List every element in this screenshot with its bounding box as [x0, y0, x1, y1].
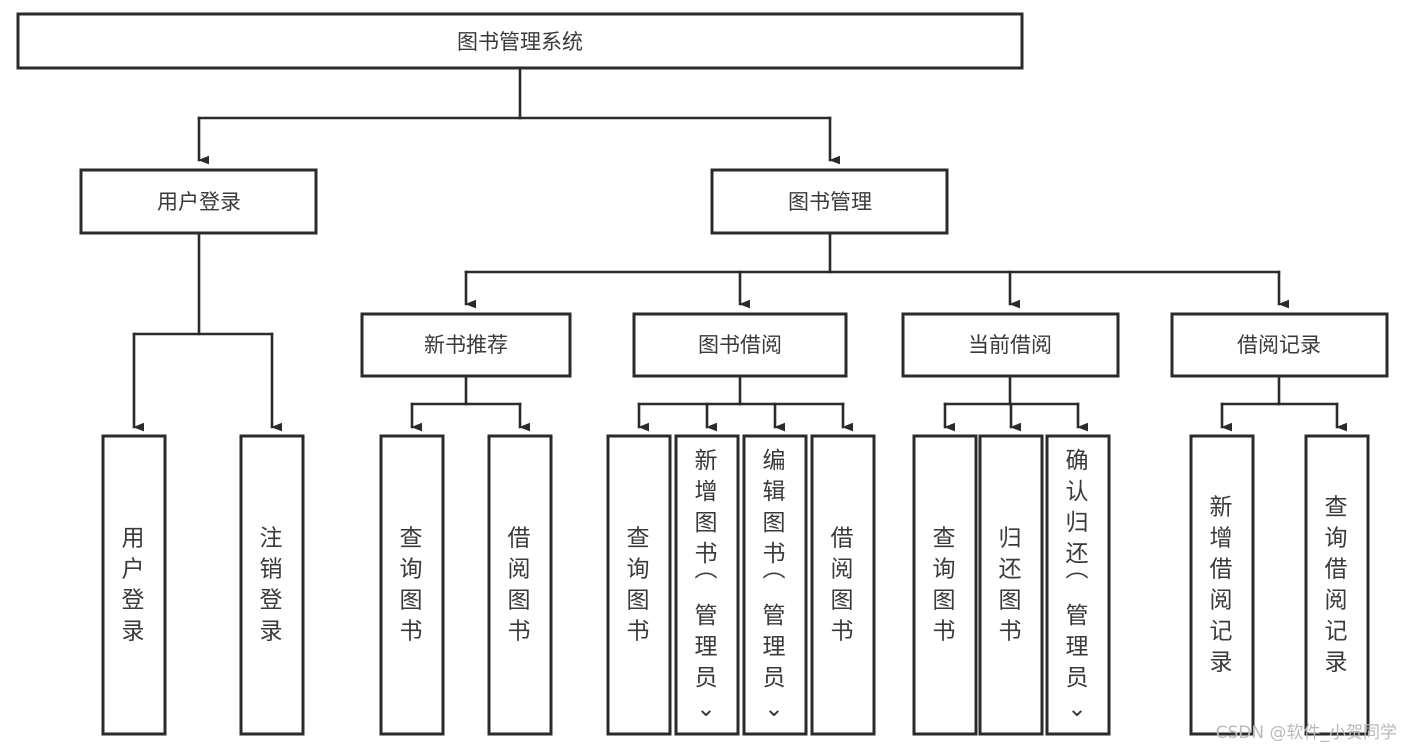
node-book-manage[interactable]: 图书管理 [710, 168, 949, 235]
connector-group-book-borrow [637, 374, 853, 432]
leaf-borrow-record-1-label: 查询借阅记录 [1325, 495, 1350, 676]
leaf-book-borrow-0[interactable]: 查询图书 [606, 434, 672, 736]
leaf-book-borrow-3[interactable]: 借阅图书 [810, 434, 876, 736]
connector-group-current-borrow [943, 374, 1088, 432]
leaf-user-login-0-label: 用户登录 [122, 526, 147, 645]
leaf-user-login-0-box[interactable] [101, 434, 167, 736]
connector-group-new-book [410, 374, 530, 432]
node-root-label: 图书管理系统 [457, 30, 583, 54]
node-book-borrow[interactable]: 图书借阅 [632, 312, 848, 378]
node-new-book-recommend-box[interactable] [360, 312, 572, 378]
leaf-book-borrow-1[interactable]: 新增图书⌒管理员⌄ [674, 434, 740, 736]
leaf-borrow-record-0[interactable]: 新增借阅记录 [1189, 434, 1255, 736]
node-borrow-record-box[interactable] [1170, 312, 1389, 378]
node-current-borrow-label: 当前借阅 [968, 333, 1052, 357]
node-user-login[interactable]: 用户登录 [79, 168, 318, 235]
leaf-current-borrow-1[interactable]: 归还图书 [978, 434, 1044, 736]
node-root[interactable]: 图书管理系统 [16, 12, 1024, 70]
leaf-current-borrow-0-box[interactable] [912, 434, 978, 736]
leaf-new-book-0-label: 查询图书 [400, 526, 425, 645]
leaf-current-borrow-2-box[interactable] [1045, 434, 1111, 736]
node-root-box[interactable] [16, 12, 1024, 70]
node-book-manage-box[interactable] [710, 168, 949, 235]
node-user-login-box[interactable] [79, 168, 318, 235]
leaf-book-borrow-0-label: 查询图书 [627, 526, 652, 645]
leaf-new-book-1-box[interactable] [487, 434, 553, 736]
leaf-borrow-record-0-box[interactable] [1189, 434, 1255, 736]
leaf-new-book-0-box[interactable] [379, 434, 445, 736]
leaf-book-borrow-2[interactable]: 编辑图书⌒管理员⌄ [742, 434, 808, 736]
node-borrow-record[interactable]: 借阅记录 [1170, 312, 1389, 378]
connector-group-borrow-record [1220, 374, 1347, 432]
connector-group-root [197, 67, 840, 165]
leaf-user-login-0[interactable]: 用户登录 [101, 434, 167, 736]
node-borrow-record-label: 借阅记录 [1237, 333, 1321, 357]
leaf-book-borrow-2-box[interactable] [742, 434, 808, 736]
leaf-current-borrow-1-box[interactable] [978, 434, 1044, 736]
connector-group-user-login [132, 231, 282, 432]
leaf-book-borrow-3-label: 借阅图书 [831, 526, 856, 645]
connector-group-book-manage [464, 231, 1289, 309]
leaf-current-borrow-2[interactable]: 确认归还⌒管理员⌄ [1045, 434, 1111, 736]
leaf-borrow-record-1[interactable]: 查询借阅记录 [1304, 434, 1370, 736]
leaf-book-borrow-2-label: 编辑图书⌒管理员⌄ [763, 448, 788, 722]
node-new-book-recommend-label: 新书推荐 [424, 333, 508, 357]
leaf-borrow-record-1-box[interactable] [1304, 434, 1370, 736]
node-book-manage-label: 图书管理 [788, 190, 872, 214]
leaf-book-borrow-1-box[interactable] [674, 434, 740, 736]
leaf-book-borrow-1-label: 新增图书⌒管理员⌄ [695, 448, 720, 722]
leaf-user-login-1[interactable]: 注销登录 [239, 434, 305, 736]
node-new-book-recommend[interactable]: 新书推荐 [360, 312, 572, 378]
leaf-borrow-record-0-label: 新增借阅记录 [1210, 495, 1235, 676]
node-current-borrow[interactable]: 当前借阅 [901, 312, 1120, 378]
leaf-new-book-0[interactable]: 查询图书 [379, 434, 445, 736]
leaf-current-borrow-0-label: 查询图书 [933, 526, 958, 645]
node-book-borrow-box[interactable] [632, 312, 848, 378]
leaf-current-borrow-0[interactable]: 查询图书 [912, 434, 978, 736]
leaf-user-login-1-box[interactable] [239, 434, 305, 736]
leaf-book-borrow-0-box[interactable] [606, 434, 672, 736]
leaf-new-book-1[interactable]: 借阅图书 [487, 434, 553, 736]
leaf-book-borrow-3-box[interactable] [810, 434, 876, 736]
node-user-login-label: 用户登录 [157, 190, 241, 214]
leaf-user-login-1-label: 注销登录 [260, 526, 285, 645]
node-current-borrow-box[interactable] [901, 312, 1120, 378]
leaf-current-borrow-2-label: 确认归还⌒管理员⌄ [1066, 448, 1091, 722]
node-book-borrow-label: 图书借阅 [698, 333, 782, 357]
leaf-current-borrow-1-label: 归还图书 [999, 526, 1024, 645]
leaf-new-book-1-label: 借阅图书 [508, 526, 533, 645]
